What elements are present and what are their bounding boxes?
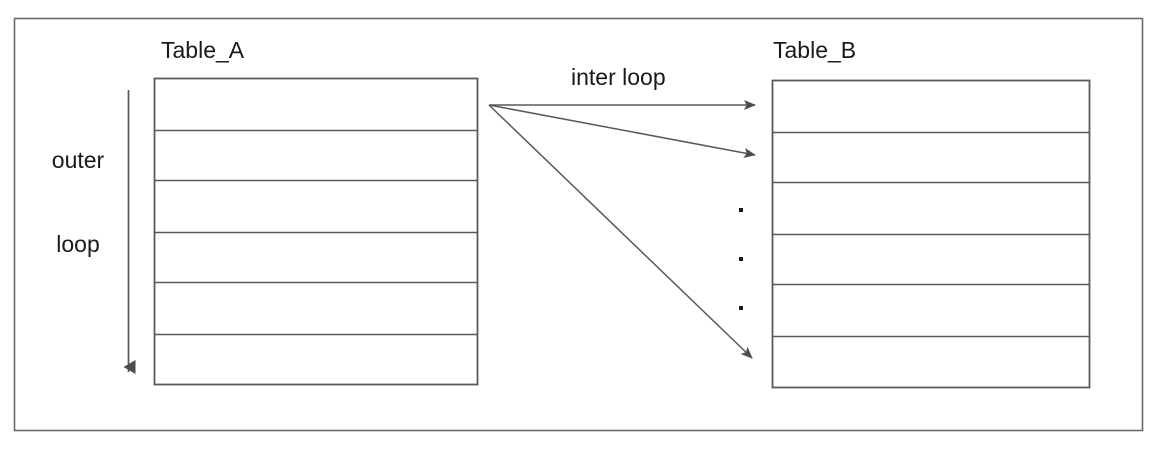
table-b-graphic: [771, 79, 1091, 389]
table-a-title: Table_A: [161, 37, 245, 63]
table-b-title: Table_B: [773, 37, 857, 63]
outer-loop-label-line2: loop: [56, 231, 100, 257]
ellipsis-dot: [739, 306, 743, 310]
outer-loop-label-line1: outer: [51, 147, 105, 173]
outer-loop-label: outer loop: [38, 90, 118, 314]
ellipsis-dot: [739, 257, 743, 261]
table-a-graphic: [153, 77, 479, 386]
ellipsis-dot: [739, 208, 743, 212]
outer-frame: [13, 17, 1144, 432]
inter-loop-arrow-2: [488, 104, 756, 158]
inter-loop-label: inter loop: [571, 64, 666, 90]
table-a-outline: [153, 77, 479, 386]
inter-loop-arrow-3: [488, 104, 753, 359]
